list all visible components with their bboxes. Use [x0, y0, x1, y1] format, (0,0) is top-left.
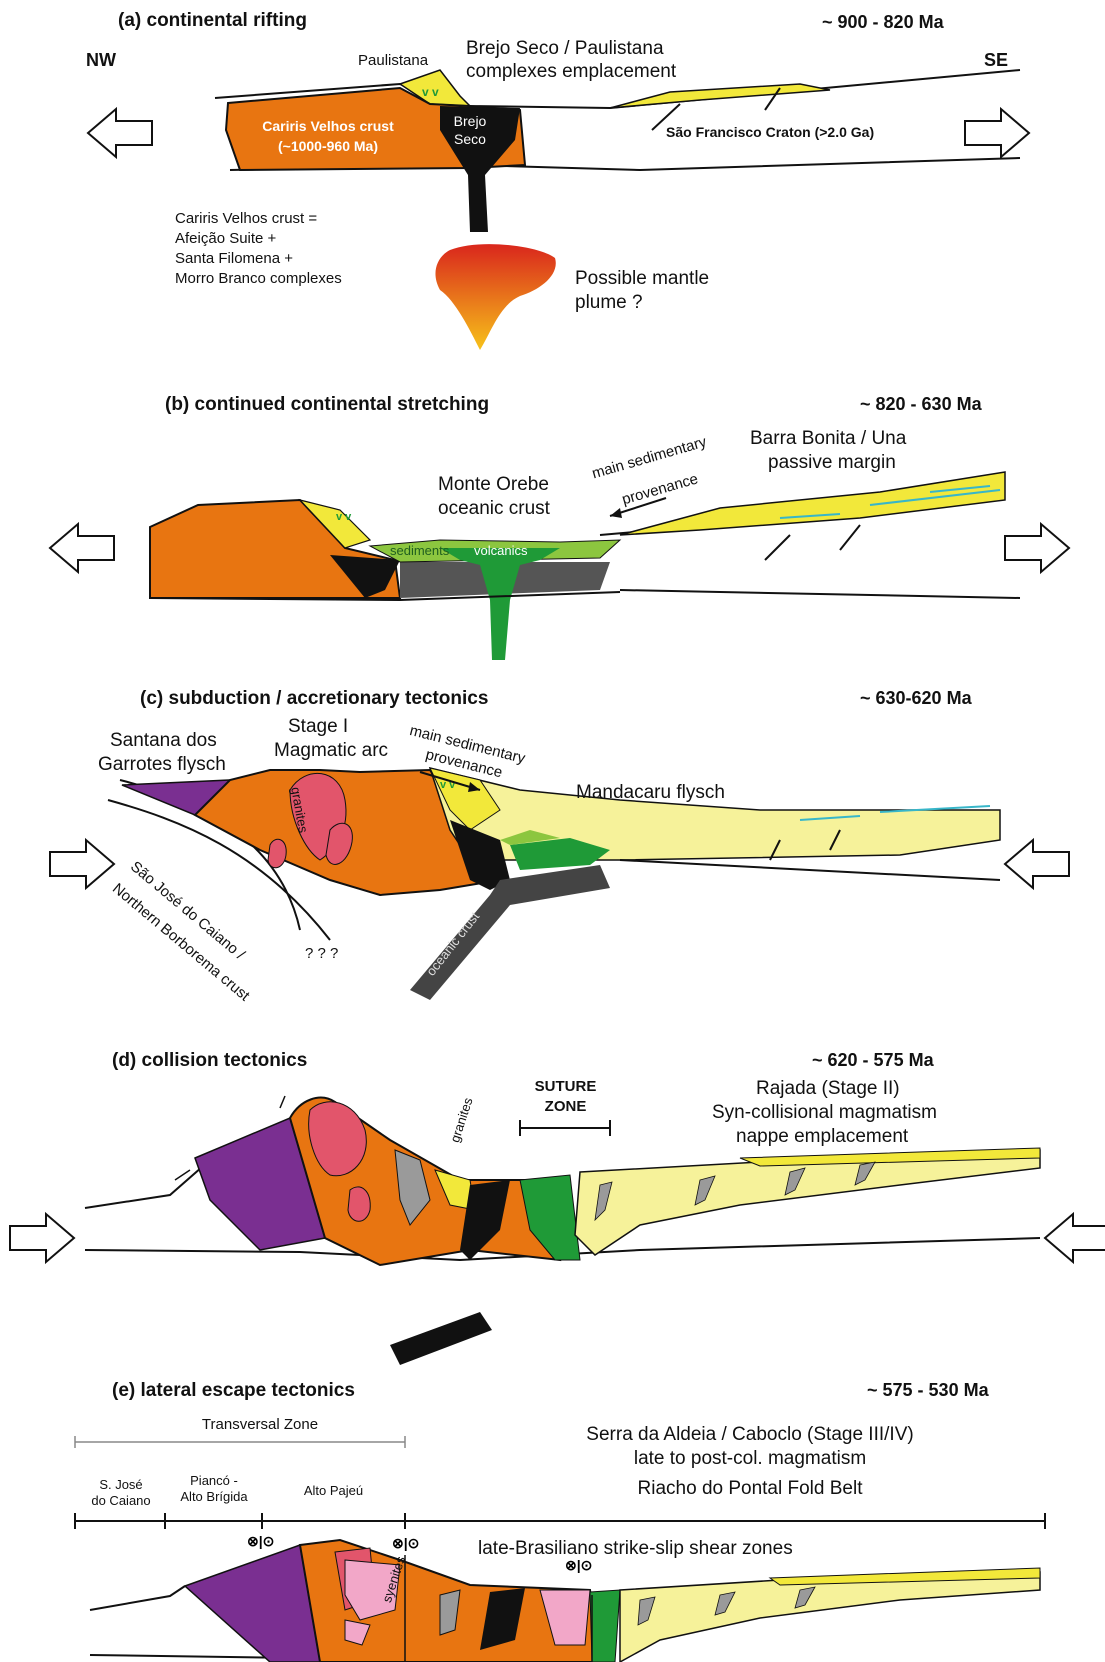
rajada-label-3: nappe emplacement [736, 1126, 908, 1148]
riacho-label: Riacho do Pontal Fold Belt [520, 1478, 980, 1500]
nw-label: NW [86, 50, 116, 71]
se-label: SE [984, 50, 1008, 71]
suture-label-1: SUTURE [518, 1078, 613, 1095]
panel-e-title: (e) lateral escape tectonics [112, 1380, 355, 1402]
compression-arrow-left [50, 840, 114, 888]
margin-faults [765, 525, 860, 560]
base-line-c [620, 860, 1000, 880]
paulistana-label: Paulistana [358, 52, 428, 69]
rajada-label-2: Syn-collisional magmatism [712, 1102, 937, 1124]
sjose-label-1: S. José [76, 1478, 166, 1493]
stage-label-2: Magmatic arc [274, 740, 388, 762]
suture-zone-bracket [520, 1120, 610, 1136]
panel-d-section [10, 1096, 1105, 1365]
cariris-crust-label-1: Cariris Velhos crust [238, 118, 418, 134]
alto-pajeu-label: Alto Pajeú [262, 1484, 405, 1499]
panel-b-age: ~ 820 - 630 Ma [860, 394, 982, 415]
compression-arrow-left-d [10, 1214, 74, 1262]
serra-label-1: Serra da Aldeia / Caboclo (Stage III/IV) [520, 1424, 980, 1446]
sjose-label-2: do Caiano [76, 1494, 166, 1509]
orebe-label-1: Monte Orebe [438, 474, 549, 496]
sediments-label: sediments [390, 544, 449, 559]
compression-arrow-right-d [1045, 1214, 1105, 1262]
santana-label-1: Santana dos [110, 730, 217, 752]
panel-d-age: ~ 620 - 575 Ma [812, 1050, 934, 1071]
transversal-zone-bracket [75, 1436, 405, 1448]
question-marks: ? ? ? [305, 945, 338, 962]
transversal-zone-label: Transversal Zone [140, 1416, 380, 1433]
compression-arrow-right [1005, 840, 1069, 888]
arc-granite-small-1 [268, 839, 286, 868]
svg-text:⊗|⊙: ⊗|⊙ [392, 1535, 419, 1551]
panel-e-age: ~ 575 - 530 Ma [867, 1380, 989, 1401]
granite-d-small [348, 1187, 370, 1221]
domain-ruler [75, 1513, 1045, 1529]
panel-b-section: v v [50, 472, 1069, 660]
barra-label-2: passive margin [768, 452, 896, 474]
surface-line-e-left [90, 1586, 185, 1610]
emplacement-label-1: Brejo Seco / Paulistana [466, 38, 664, 60]
extension-arrow-right-b [1005, 524, 1069, 572]
plume-label-2: plume ? [575, 292, 643, 314]
mandacaru-label: Mandacaru flysch [576, 782, 725, 804]
cariris-crust-label-2: (~1000-960 Ma) [238, 138, 418, 154]
crust-definition-4: Morro Branco complexes [175, 270, 342, 287]
panel-d-title: (d) collision tectonics [112, 1050, 307, 1072]
extension-arrow-left-b [50, 524, 114, 572]
stage-label-1: Stage I [288, 716, 348, 738]
mantle-plume [435, 244, 555, 350]
panel-a-title: (a) continental rifting [118, 10, 307, 32]
shear-zones-label: late-Brasiliano strike-slip shear zones [478, 1538, 793, 1560]
suture-label-2: ZONE [518, 1098, 613, 1115]
pianco-label-2: Alto Brígida [166, 1490, 262, 1505]
panel-a-age: ~ 900 - 820 Ma [822, 12, 944, 33]
extension-arrow-left [88, 109, 152, 157]
detached-slab-d [390, 1312, 492, 1365]
volcanics-label: volcanics [474, 544, 527, 559]
crust-definition-2: Afeição Suite + [175, 230, 276, 247]
surface-line-d-left [85, 1160, 210, 1208]
barra-label-1: Barra Bonita / Una [750, 428, 906, 450]
emplacement-label-2: complexes emplacement [466, 61, 676, 83]
fold-belt-e [620, 1572, 1040, 1662]
craton-label: São Francisco Craton (>2.0 Ga) [666, 124, 874, 140]
svg-text:v v: v v [422, 85, 439, 99]
svg-text:v v: v v [336, 511, 352, 523]
green-unit-e [590, 1590, 620, 1662]
panel-b-title: (b) continued continental stretching [165, 394, 489, 416]
crust-definition-1: Cariris Velhos crust = [175, 210, 317, 227]
rajada-label-1: Rajada (Stage II) [756, 1078, 900, 1100]
svg-text:⊗|⊙: ⊗|⊙ [247, 1533, 274, 1549]
plume-label-1: Possible mantle [575, 268, 709, 290]
brejo-label-1: Brejo [440, 113, 500, 129]
panel-c-age: ~ 630-620 Ma [860, 688, 972, 709]
panel-c-title: (c) subduction / accretionary tectonics [140, 688, 488, 710]
crust-definition-3: Santa Filomena + [175, 250, 293, 267]
brejo-label-2: Seco [440, 131, 500, 147]
brejo-seco-basin [610, 84, 830, 108]
pianco-label-1: Piancó - [166, 1474, 262, 1489]
purple-unit-e [185, 1545, 320, 1662]
serra-label-2: late to post-col. magmatism [520, 1448, 980, 1470]
extension-arrow-right [965, 109, 1029, 157]
orebe-label-2: oceanic crust [438, 498, 550, 520]
santana-label-2: Garrotes flysch [98, 754, 226, 776]
